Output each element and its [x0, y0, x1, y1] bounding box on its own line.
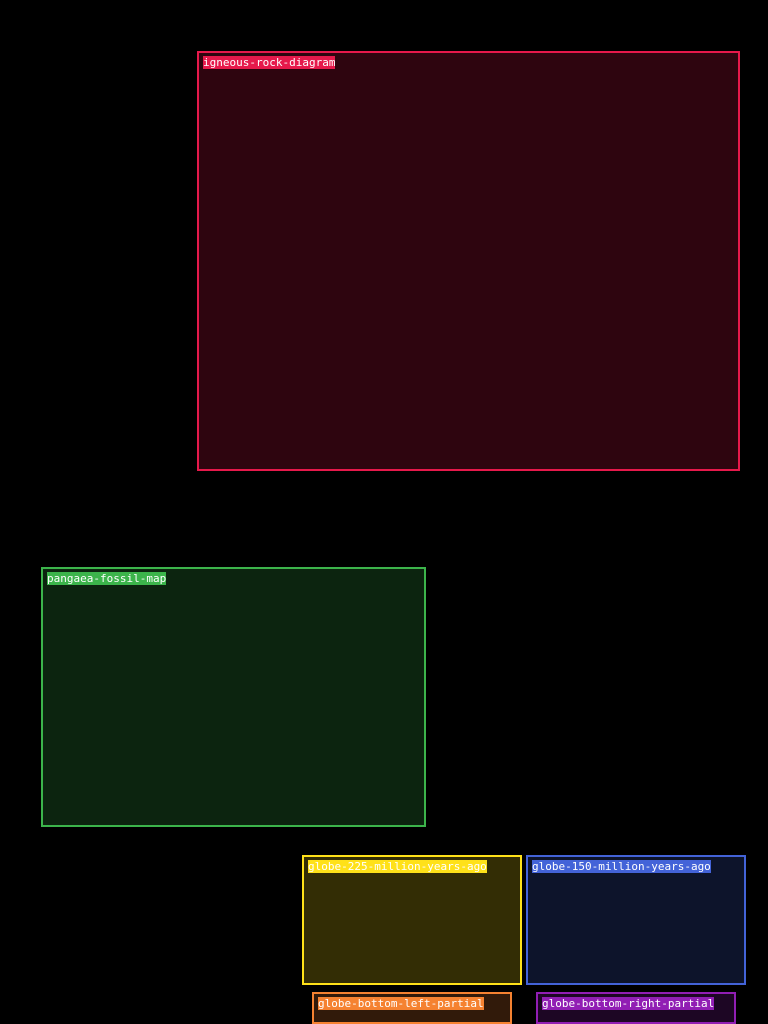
pangaea-fossil-map: pangaea-fossil-map: [41, 567, 426, 827]
region-label: globe-150-million-years-ago: [532, 860, 711, 873]
globe-bottom-right-partial: globe-bottom-right-partial: [536, 992, 736, 1024]
region-label: globe-bottom-right-partial: [542, 997, 715, 1010]
region-label: globe-225-million-years-ago: [308, 860, 487, 873]
globe-150-million-years-ago: globe-150-million-years-ago: [526, 855, 746, 985]
region-label: igneous-rock-diagram: [203, 56, 336, 69]
globe-bottom-left-partial: globe-bottom-left-partial: [312, 992, 512, 1024]
igneous-rock-diagram: igneous-rock-diagram: [197, 51, 740, 471]
region-label: globe-bottom-left-partial: [318, 997, 484, 1010]
globe-225-million-years-ago: globe-225-million-years-ago: [302, 855, 522, 985]
region-label: pangaea-fossil-map: [47, 572, 167, 585]
